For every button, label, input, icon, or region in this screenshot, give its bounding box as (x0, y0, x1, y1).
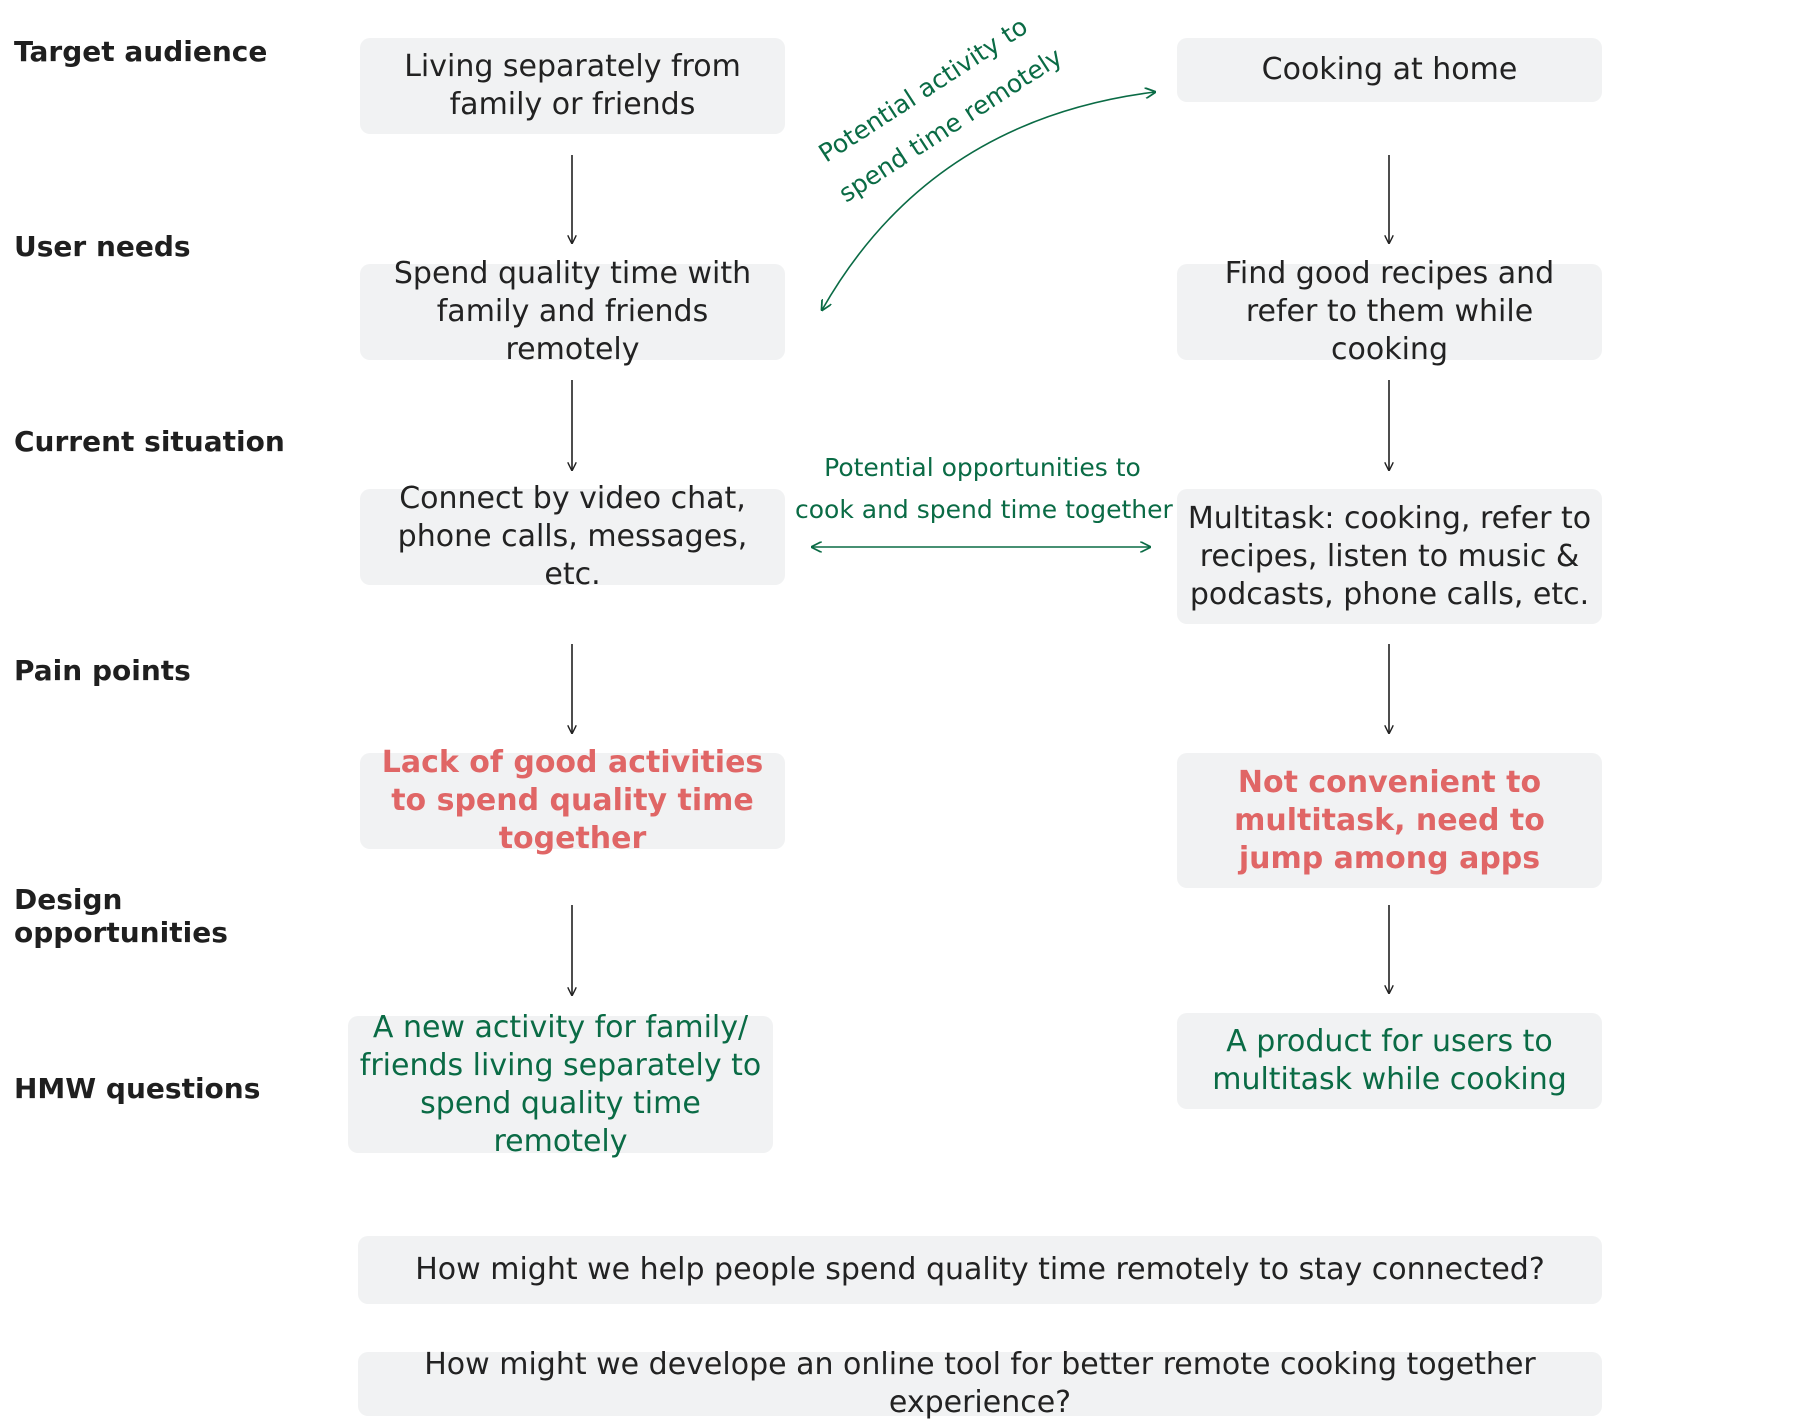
hmw-question-1-box: How might we help people spend quality t… (358, 1236, 1602, 1304)
left-pain-box: Lack of good activities to spend quality… (360, 745, 785, 856)
right-audience-text: Cooking at home (1261, 52, 1518, 87)
row-label-design-opportunities: Design opportunities (14, 881, 228, 952)
hmw-question-2-text: How might we develope an online tool for… (424, 1347, 1536, 1420)
hmw-question-1-text: How might we help people spend quality t… (415, 1252, 1545, 1287)
left-audience-box: Living separately from family or friends (360, 38, 785, 134)
right-opportunity-box: A product for users to multitask while c… (1177, 1013, 1602, 1109)
middle-connector-label-line2: cook and spend time together (795, 495, 1173, 524)
hmw-question-2-box: How might we develope an online tool for… (358, 1347, 1602, 1420)
left-situation-box: Connect by video chat, phone calls, mess… (360, 481, 785, 592)
row-label-pain-points: Pain points (14, 654, 191, 687)
left-needs-text: Spend quality time with family and frien… (393, 256, 752, 367)
right-situation-box: Multitask: cooking, refer to recipes, li… (1177, 489, 1602, 624)
right-needs-text: Find good recipes and refer to them whil… (1224, 256, 1555, 367)
left-opportunity-text: A new activity for family/ friends livin… (359, 1009, 762, 1159)
curve-label-line1: Potential activity to (813, 12, 1032, 168)
row-label-current-situation: Current situation (14, 425, 285, 458)
middle-connector-label-line1: Potential opportunities to (824, 453, 1141, 482)
left-audience-text: Living separately from family or friends (404, 49, 741, 122)
row-label-design-line2: opportunities (14, 916, 228, 949)
row-label-design-line1: Design (14, 883, 123, 916)
left-situation-text: Connect by video chat, phone calls, mess… (397, 481, 748, 592)
left-needs-box: Spend quality time with family and frien… (360, 256, 785, 367)
row-label-target-audience: Target audience (14, 35, 268, 68)
curved-double-arrow (822, 92, 1155, 310)
right-audience-box: Cooking at home (1177, 38, 1602, 102)
right-pain-text: Not convenient to multitask, need to jum… (1234, 764, 1545, 876)
right-needs-box: Find good recipes and refer to them whil… (1177, 256, 1602, 367)
right-opportunity-text: A product for users to multitask while c… (1212, 1024, 1567, 1097)
curve-label-line2: spend time remotely (833, 42, 1067, 208)
right-pain-box: Not convenient to multitask, need to jum… (1177, 753, 1602, 888)
left-opportunity-box: A new activity for family/ friends livin… (348, 1010, 773, 1159)
middle-connector-label: Potential opportunities to cook and spen… (795, 447, 1173, 531)
right-situation-text: Multitask: cooking, refer to recipes, li… (1187, 500, 1592, 612)
row-label-user-needs: User needs (14, 230, 191, 263)
left-pain-text: Lack of good activities to spend quality… (381, 745, 764, 856)
row-label-hmw-questions: HMW questions (14, 1072, 261, 1105)
